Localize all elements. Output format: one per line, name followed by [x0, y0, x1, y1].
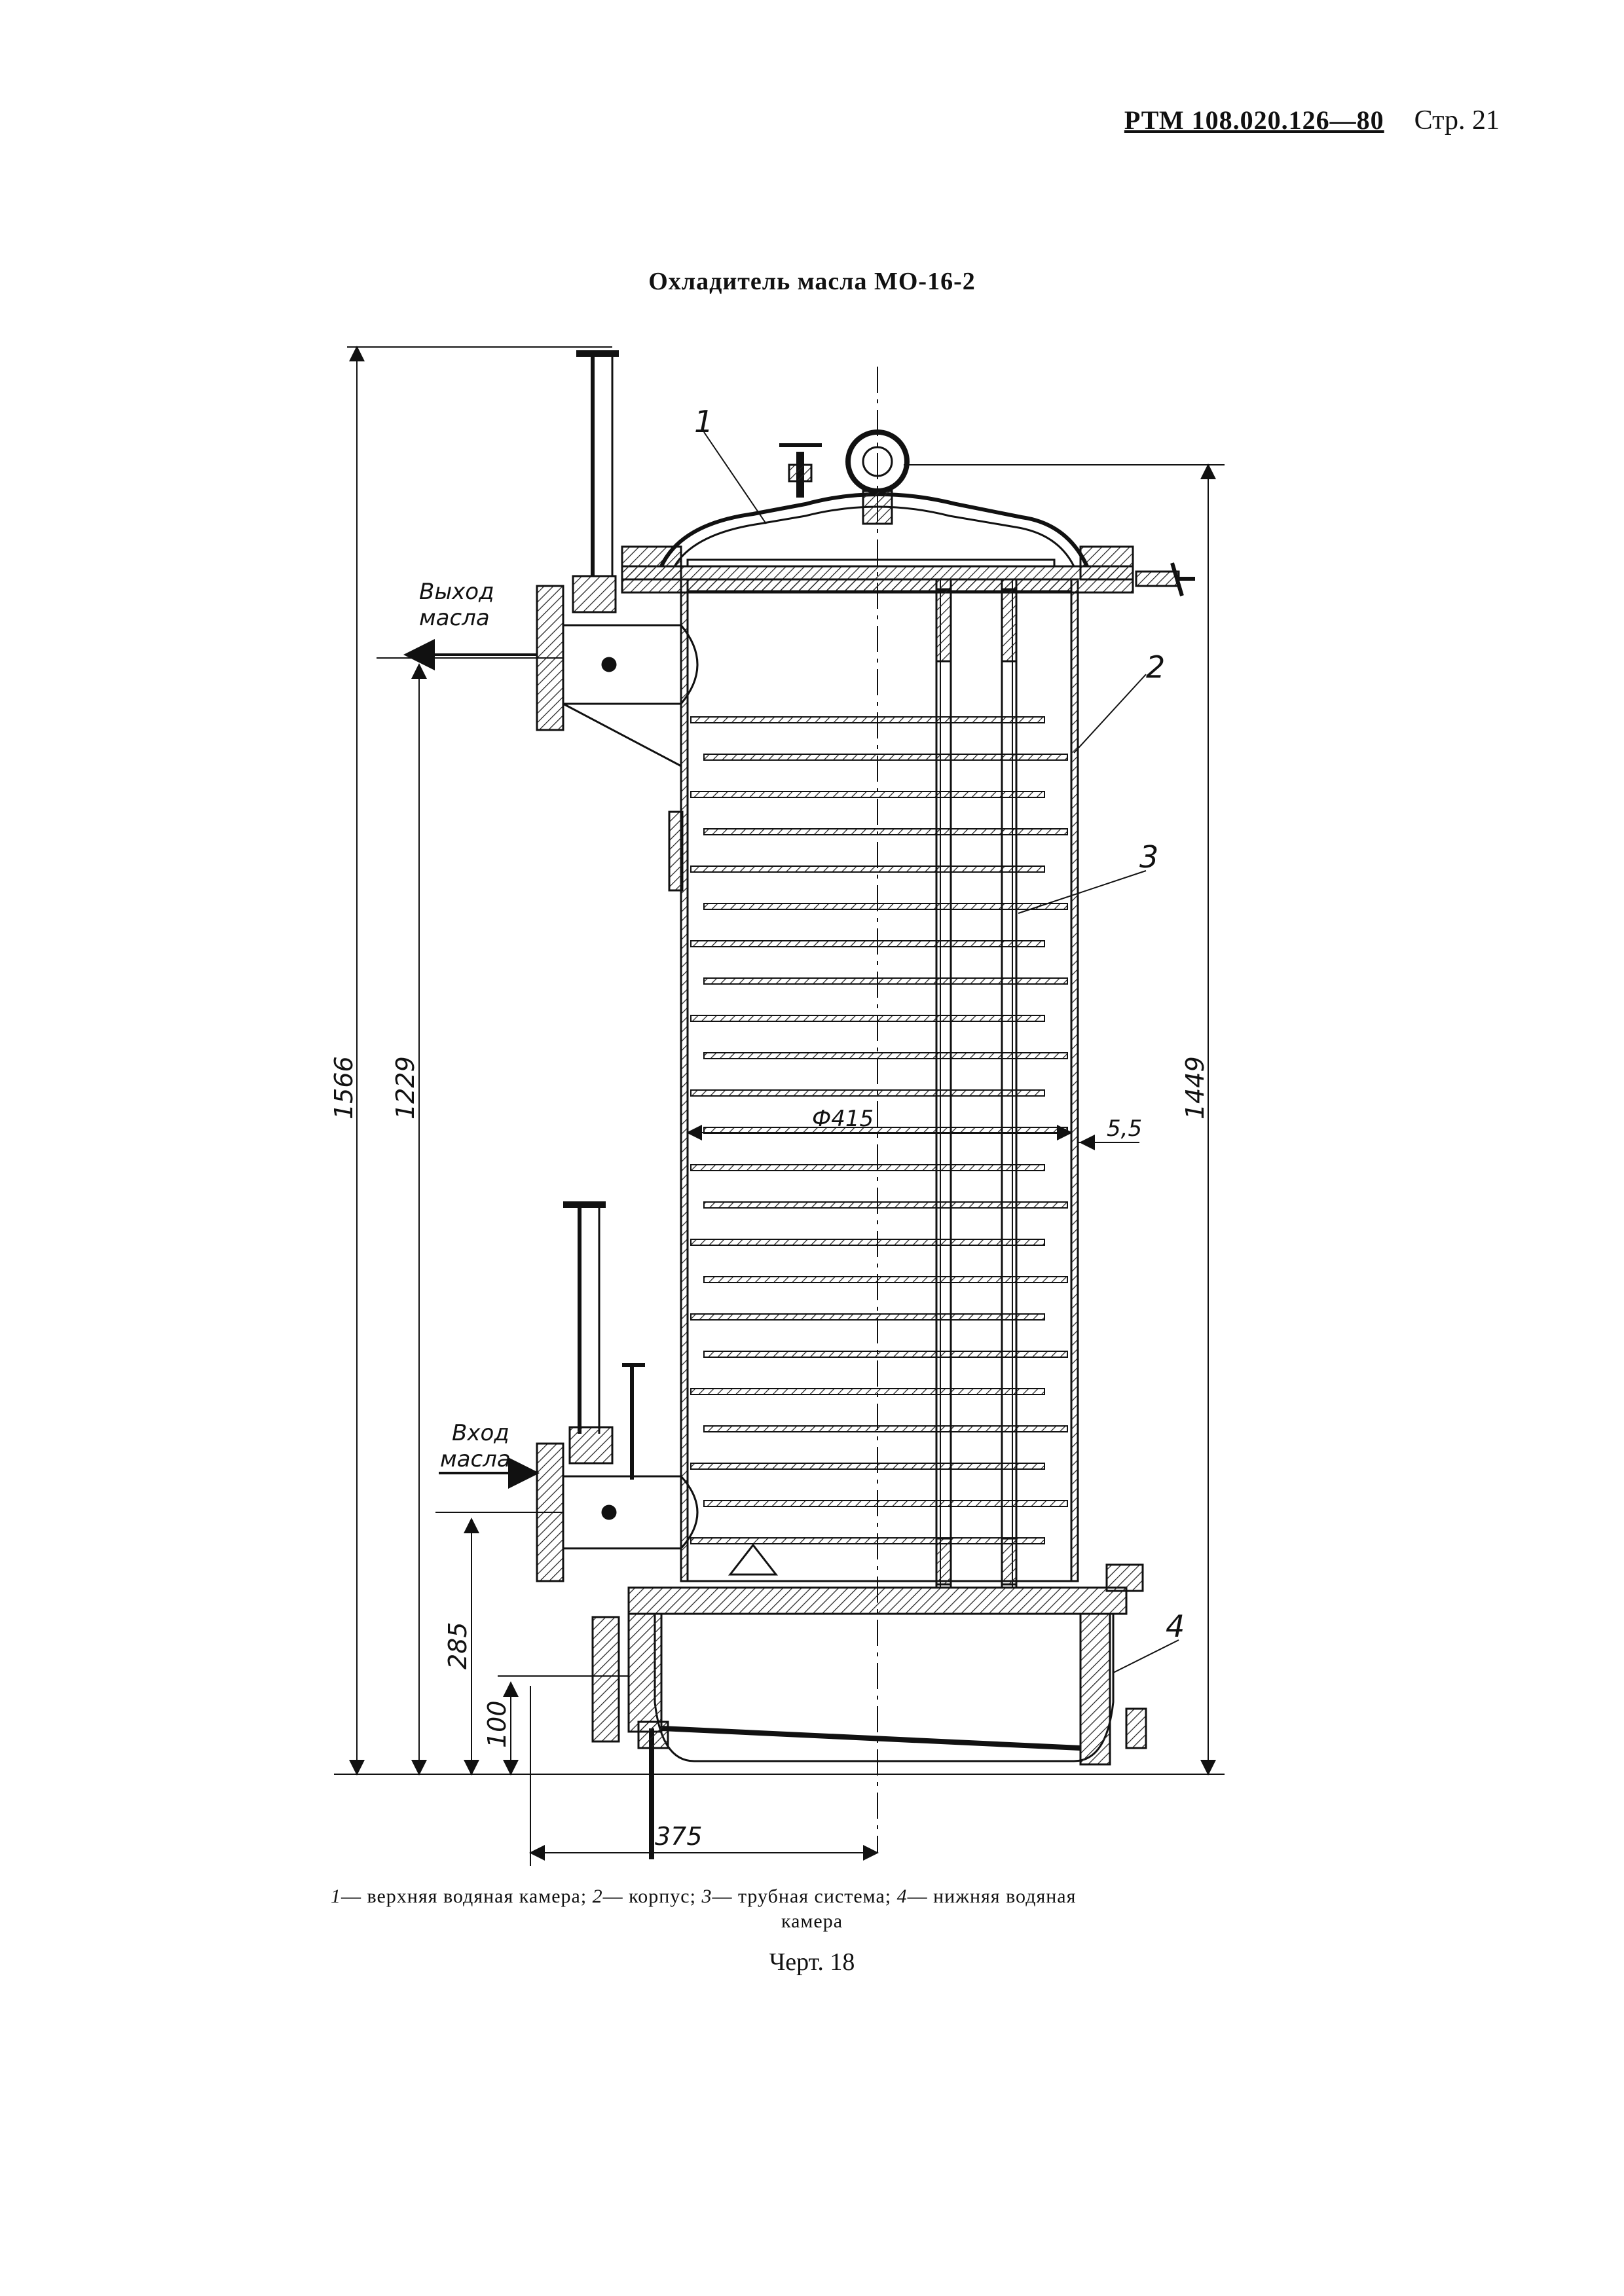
dim-inlet-height: 285: [443, 1622, 472, 1669]
figure-label: Черт. 18: [769, 1948, 855, 1976]
dimensions: [334, 346, 1225, 1866]
dim-outlet-height: 1229: [391, 1056, 420, 1120]
inlet-label-line1: Вход: [452, 1420, 509, 1446]
legend-text-2: — корпус;: [602, 1886, 696, 1907]
callout-4: 4: [1166, 1609, 1185, 1644]
baffle-plate: [690, 1239, 1045, 1246]
dim-total-height: 1566: [329, 1056, 358, 1120]
outlet-label-line2: масла: [419, 605, 490, 631]
drawing-title: Охладитель масла МО-16-2: [648, 268, 976, 295]
legend-continuation: камера: [781, 1910, 843, 1932]
legend-num-2: 2: [592, 1886, 603, 1907]
baffle-plate: [690, 1313, 1045, 1321]
baffle-plate: [703, 1201, 1068, 1209]
baffle-plate: [690, 940, 1045, 947]
legend-text-3: — трубная система;: [712, 1886, 892, 1907]
baffle-plate: [703, 1276, 1068, 1283]
dim-wall: 5,5: [1107, 1116, 1142, 1142]
document-id: РТМ 108.020.126—80: [1124, 105, 1384, 135]
baffle-plate: [703, 977, 1068, 985]
baffle-plate: [703, 1425, 1068, 1432]
baffle-plate: [703, 1052, 1068, 1059]
baffle-plate: [703, 1351, 1068, 1358]
legend-num-1: 1: [331, 1886, 341, 1907]
legend: 1— верхняя водяная камера; 2— корпус; 3—…: [331, 1886, 1215, 1908]
inlet-label-line2: масла: [440, 1446, 511, 1472]
dim-flange-height: 100: [483, 1700, 511, 1748]
baffle-plate: [690, 866, 1045, 873]
baffle-plate: [690, 1537, 1045, 1544]
page-number: Стр. 21: [1414, 105, 1500, 136]
baffle-plate: [690, 791, 1045, 798]
baffle-plate: [690, 1089, 1045, 1097]
legend-num-3: 3: [701, 1886, 712, 1907]
upper-tube-sheet: [686, 578, 1073, 592]
baffle-plates: [690, 716, 1068, 1544]
callout-1: 1: [694, 404, 713, 439]
support-rib: [728, 1543, 779, 1576]
side-vent: [1135, 562, 1195, 596]
baffle-plate: [703, 1500, 1068, 1507]
callout-3: 3: [1139, 839, 1158, 875]
sight-glass: [668, 811, 684, 892]
dim-body-height: 1449: [1181, 1056, 1209, 1120]
lifting-eye: [845, 429, 910, 525]
dim-offset: 375: [655, 1822, 703, 1851]
baffle-plate: [690, 1463, 1045, 1470]
page-header: РТМ 108.020.126—80 Стр. 21: [0, 105, 1500, 136]
baffle-plate: [690, 1388, 1045, 1395]
outlet-label-line1: Выход: [419, 579, 494, 605]
baffle-plate: [690, 716, 1045, 723]
legend-text-1: — верхняя водяная камера;: [341, 1886, 587, 1907]
baffle-plate: [703, 903, 1068, 910]
legend-num-4: 4: [896, 1886, 908, 1907]
baffle-plate: [703, 754, 1068, 761]
callout-2: 2: [1146, 649, 1165, 685]
baffle-plate: [690, 1164, 1045, 1171]
tube-system: [935, 578, 1018, 1589]
legend-text-4: — нижняя водяная: [907, 1886, 1077, 1907]
air-vent-valve: [779, 443, 822, 498]
lower-water-chamber: [591, 1563, 1147, 1859]
dim-diameter: Ф415: [812, 1106, 874, 1132]
baffle-plate: [703, 828, 1068, 835]
baffle-plate: [690, 1015, 1045, 1022]
oil-inlet-nozzle: [536, 1201, 699, 1582]
